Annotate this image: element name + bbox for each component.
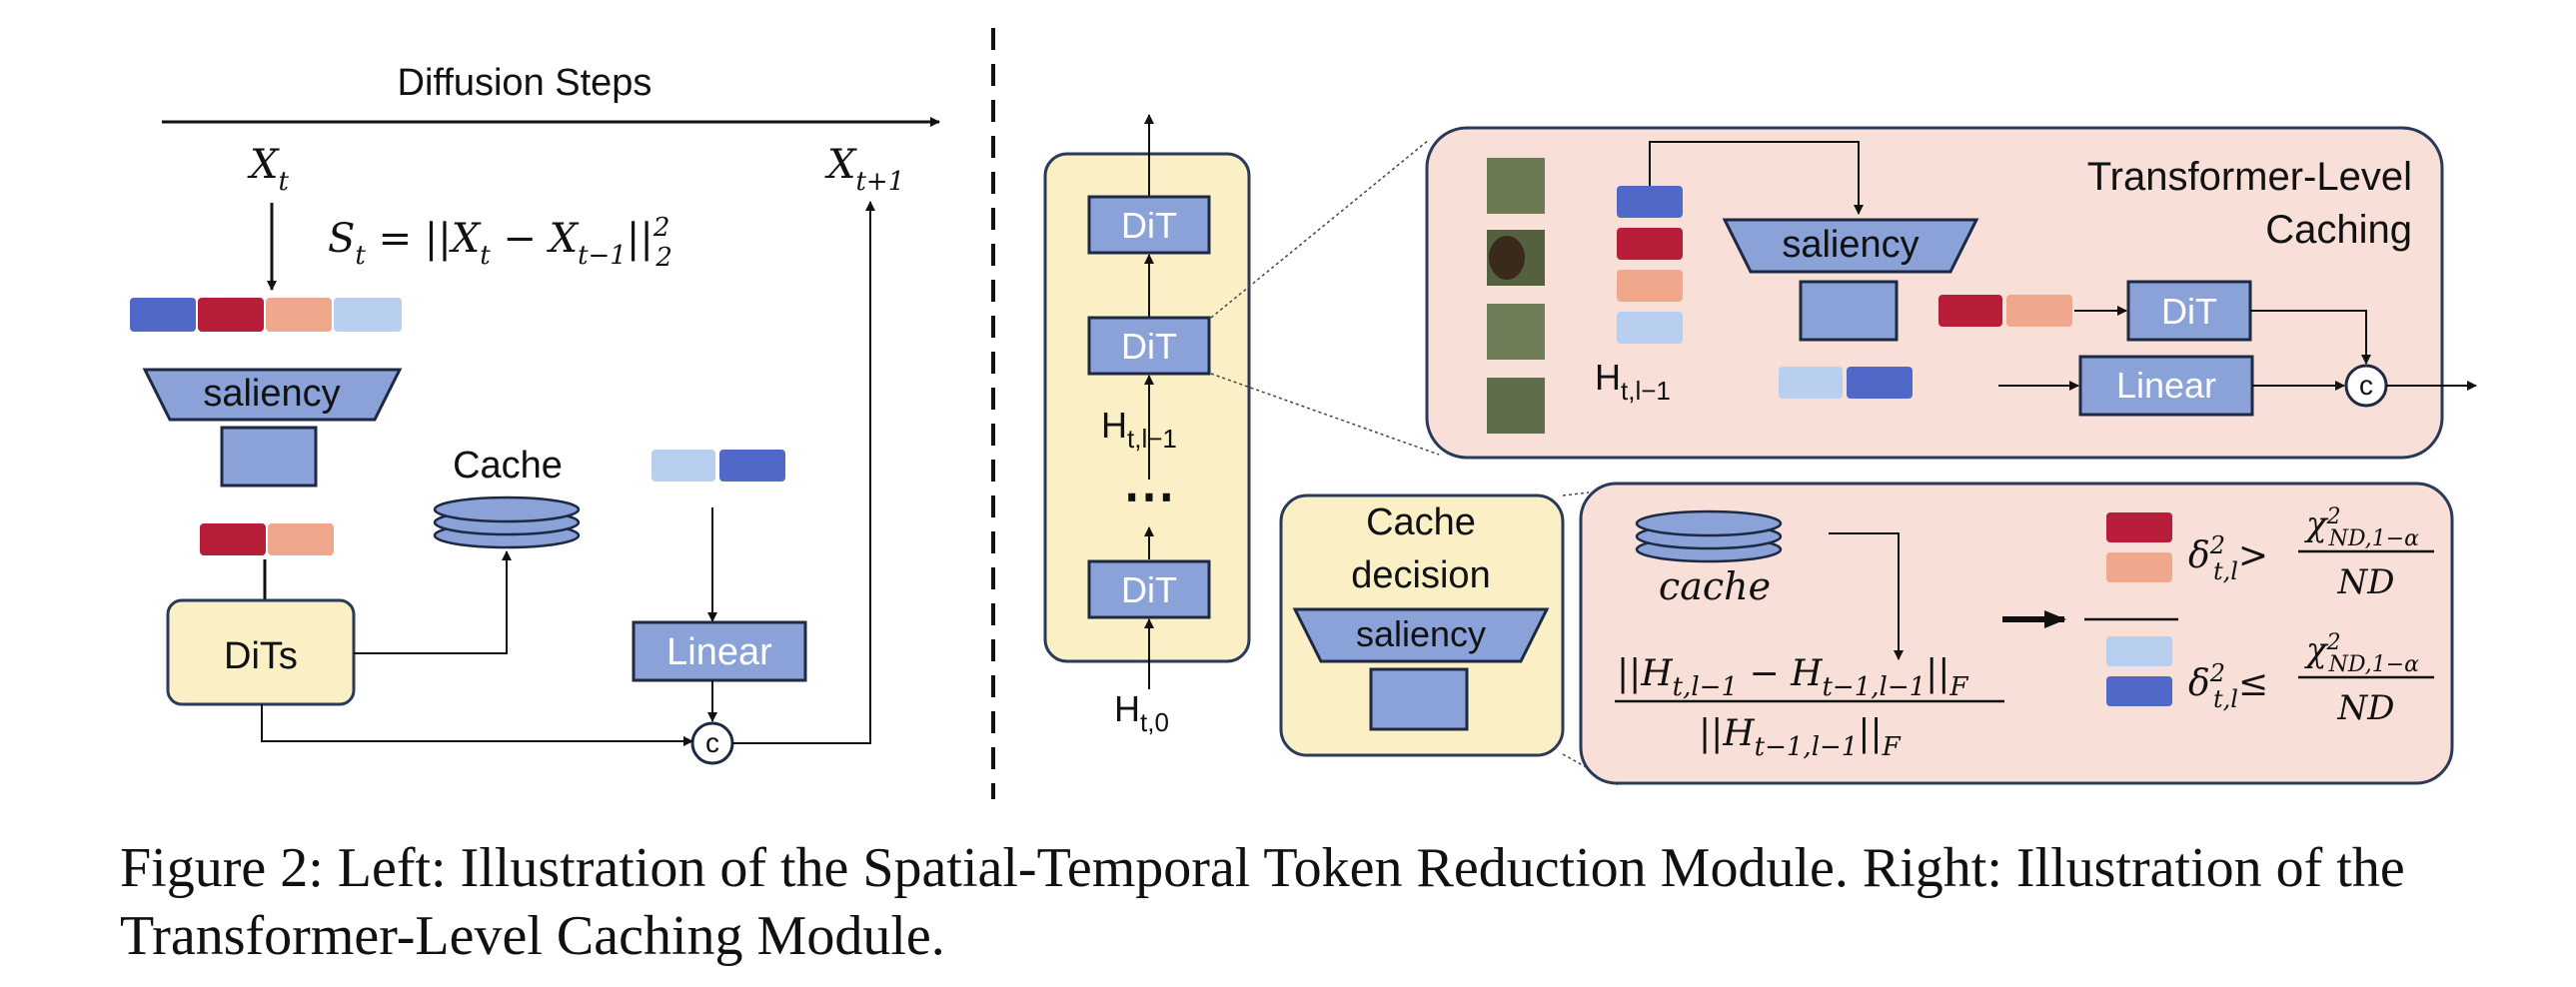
dit-block-bottom [1087,559,1211,619]
selected-token-red [200,523,266,555]
left-panel: Diffusion Steps Xt Xt+1 St = ||Xt − Xt−1… [130,62,940,765]
tlc-token-salmon [1617,270,1683,302]
diffusion-steps-label: Diffusion Steps [398,62,652,104]
tlc-linear-label: Linear [2116,365,2216,406]
nd-denominator-top: ND [2336,562,2394,602]
dit-mid-label: DiT [1121,326,1177,367]
relative-change-denominator: ||Ht−1,l−1||F [1699,713,1902,762]
linear-label: Linear [666,631,772,673]
tlc-dit-block [2126,280,2252,342]
token-light-blue [334,298,402,332]
tlc-concat-symbol: c [2359,370,2373,401]
frame-thumbnail [1487,158,1545,214]
tlc-saliency-label: saliency [1782,224,1919,266]
cache-decision-line1: Cache [1366,501,1476,543]
decision-rule-panel [1579,482,2454,785]
saliency-label: saliency [203,373,340,415]
cache-disk-stack-right [1635,509,1783,563]
saliency-trapezoid [142,368,403,422]
h-mid-label: Ht,l−1 [1101,405,1177,454]
dit-stack-panel [1043,152,1251,663]
dit-top-label: DiT [1121,205,1177,246]
tlc-selected-salmon [2006,295,2072,327]
dit-block-top [1087,195,1211,255]
selected-token-salmon [268,523,334,555]
decision-token-salmon [2106,552,2172,582]
dits-to-cache-arrow [354,550,512,654]
cache-word: cache [1659,564,1771,608]
tlc-token-light-blue [1617,312,1683,344]
cache-label: Cache [453,445,563,487]
cache-to-formula-arrow [1829,532,1904,660]
saliency-score-block [220,426,318,488]
video-frame-thumbnails [1487,158,1545,434]
zoom-line-bottom [1210,373,1440,456]
tlc-h-label: Ht,l−1 [1595,357,1671,406]
zoom-line-top [1210,139,1430,319]
decision-saliency-trapezoid [1292,607,1550,663]
dits-label: DiTs [224,635,298,677]
h0-label: Ht,0 [1114,688,1169,737]
dit-bottom-label: DiT [1121,569,1177,610]
decision-score-block [1369,667,1469,731]
decision-token-red [2106,512,2172,542]
nd-denominator-bottom: ND [2336,688,2394,728]
relative-change-numerator: ||Ht,l−1 − Ht−1,l−1||F [1617,653,1968,702]
decision-token-dark-blue [2106,676,2172,706]
stack-ellipsis: ⋯ [1123,468,1175,525]
tlc-saliency-trapezoid [1722,218,1979,274]
tlc-title-line1: Transformer-Level [2087,155,2412,199]
tlc-dit-label: DiT [2161,291,2217,332]
frame-thumbnail [1487,378,1545,434]
zoom-line-decision-top [1562,492,1590,496]
tlc-selected-red [1938,295,2002,327]
linear-block [632,620,807,682]
dits-to-concat-arrow [261,704,693,746]
animal-shape [1489,236,1525,280]
dit-to-concat-arrow [2250,310,2371,365]
cache-decision-line2: decision [1351,554,1490,596]
token-salmon [266,298,332,332]
figure-caption: Figure 2: Left: Illustration of the Spat… [120,837,2405,967]
tlc-cached-light-blue [1779,367,1843,399]
right-panel: DiT DiT Ht,l−1 ⋯ DiT Ht,0 Transformer-Le… [1043,114,2477,786]
tlc-saliency-score-block [1799,280,1899,342]
token-red [198,298,264,332]
token-dark-blue [130,298,196,332]
frame-thumbnail [1487,304,1545,360]
xt-label: Xt [247,142,289,197]
dit-block-mid [1087,316,1211,376]
tlc-cached-dark-blue [1847,367,1913,399]
decision-token-light-blue [2106,636,2172,666]
concat-symbol: c [705,727,719,758]
cache-disk-stack [433,495,581,549]
cached-token-light-blue [651,450,715,482]
tokens-to-saliency-arrow [1649,141,1864,215]
tlc-token-red [1617,228,1683,260]
concat-to-next-step-arrow [732,201,875,744]
xt1-label: Xt+1 [824,142,904,197]
cached-token-dark-blue [719,450,785,482]
tlc-token-dark-blue [1617,186,1683,218]
decision-saliency-label: saliency [1356,613,1486,654]
tlc-title-line2: Caching [2265,208,2412,252]
